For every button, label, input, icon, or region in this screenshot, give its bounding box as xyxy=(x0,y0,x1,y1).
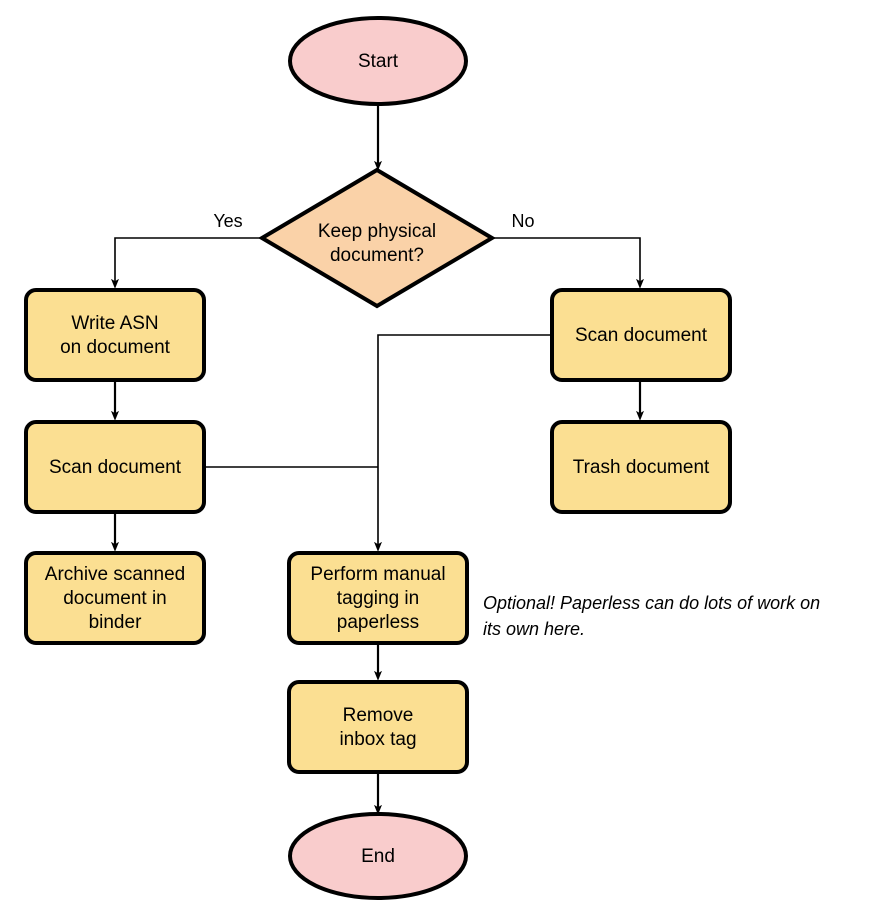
node-decision-keep-physical-document[interactable]: Keep physical document? xyxy=(258,167,496,309)
scan-document-left-box-shape xyxy=(24,420,206,514)
tagging-label-line2: tagging in xyxy=(337,588,419,609)
start-ellipse-shape xyxy=(288,16,468,106)
end-ellipse-shape xyxy=(288,812,468,900)
scan-document-left-label: Scan document xyxy=(49,457,182,478)
tagging-box-shape xyxy=(287,551,469,645)
write-asn-box-shape xyxy=(24,288,206,382)
trash-document-box-shape xyxy=(550,420,732,514)
archive-box-shape xyxy=(24,551,206,645)
scan-document-right-box-shape xyxy=(550,288,732,382)
write-asn-label-line1: Write ASN xyxy=(71,313,158,334)
tagging-label-line3: paperless xyxy=(337,612,419,633)
annotation-line1: Optional! Paperless can do lots of work … xyxy=(483,593,820,613)
remove-inbox-tag-label-line2: inbox tag xyxy=(339,729,416,750)
write-asn-label-line2: on document xyxy=(60,337,171,358)
node-start[interactable]: Start xyxy=(288,16,468,106)
remove-inbox-tag-box-shape xyxy=(287,680,469,774)
edge-decision-no-to-scan-right xyxy=(492,237,644,289)
node-trash-document[interactable]: Trash document xyxy=(550,420,732,514)
archive-label-line3: binder xyxy=(89,612,142,633)
edge-label-yes: Yes xyxy=(213,211,242,231)
end-label: End xyxy=(361,846,395,867)
node-scan-document-right[interactable]: Scan document xyxy=(550,288,732,382)
remove-inbox-tag-label-line1: Remove xyxy=(343,705,414,726)
edge-decision-yes-to-write-asn xyxy=(111,237,262,289)
node-end[interactable]: End xyxy=(288,812,468,900)
annotation-optional-note: Optional! Paperless can do lots of work … xyxy=(483,593,820,639)
tagging-label-line1: Perform manual xyxy=(310,564,445,585)
node-archive-scanned-document[interactable]: Archive scanned document in binder xyxy=(24,551,206,645)
archive-label-line1: Archive scanned xyxy=(45,564,185,585)
node-write-asn-on-document[interactable]: Write ASN on document xyxy=(24,288,206,382)
edge-label-no: No xyxy=(511,211,534,231)
start-label: Start xyxy=(358,51,399,72)
decision-label-line2: document? xyxy=(330,245,424,266)
trash-document-label: Trash document xyxy=(573,457,710,478)
decision-label-line1: Keep physical xyxy=(318,221,436,242)
scan-document-right-label: Scan document xyxy=(575,325,708,346)
node-perform-manual-tagging[interactable]: Perform manual tagging in paperless xyxy=(287,551,469,645)
decision-diamond-shape xyxy=(258,167,496,309)
annotation-line2: its own here. xyxy=(483,619,585,639)
edge-scan-right-to-tagging xyxy=(374,334,552,552)
connector-layer xyxy=(111,105,644,815)
node-scan-document-left[interactable]: Scan document xyxy=(24,420,206,514)
node-remove-inbox-tag[interactable]: Remove inbox tag xyxy=(287,680,469,774)
archive-label-line2: document in xyxy=(63,588,167,609)
